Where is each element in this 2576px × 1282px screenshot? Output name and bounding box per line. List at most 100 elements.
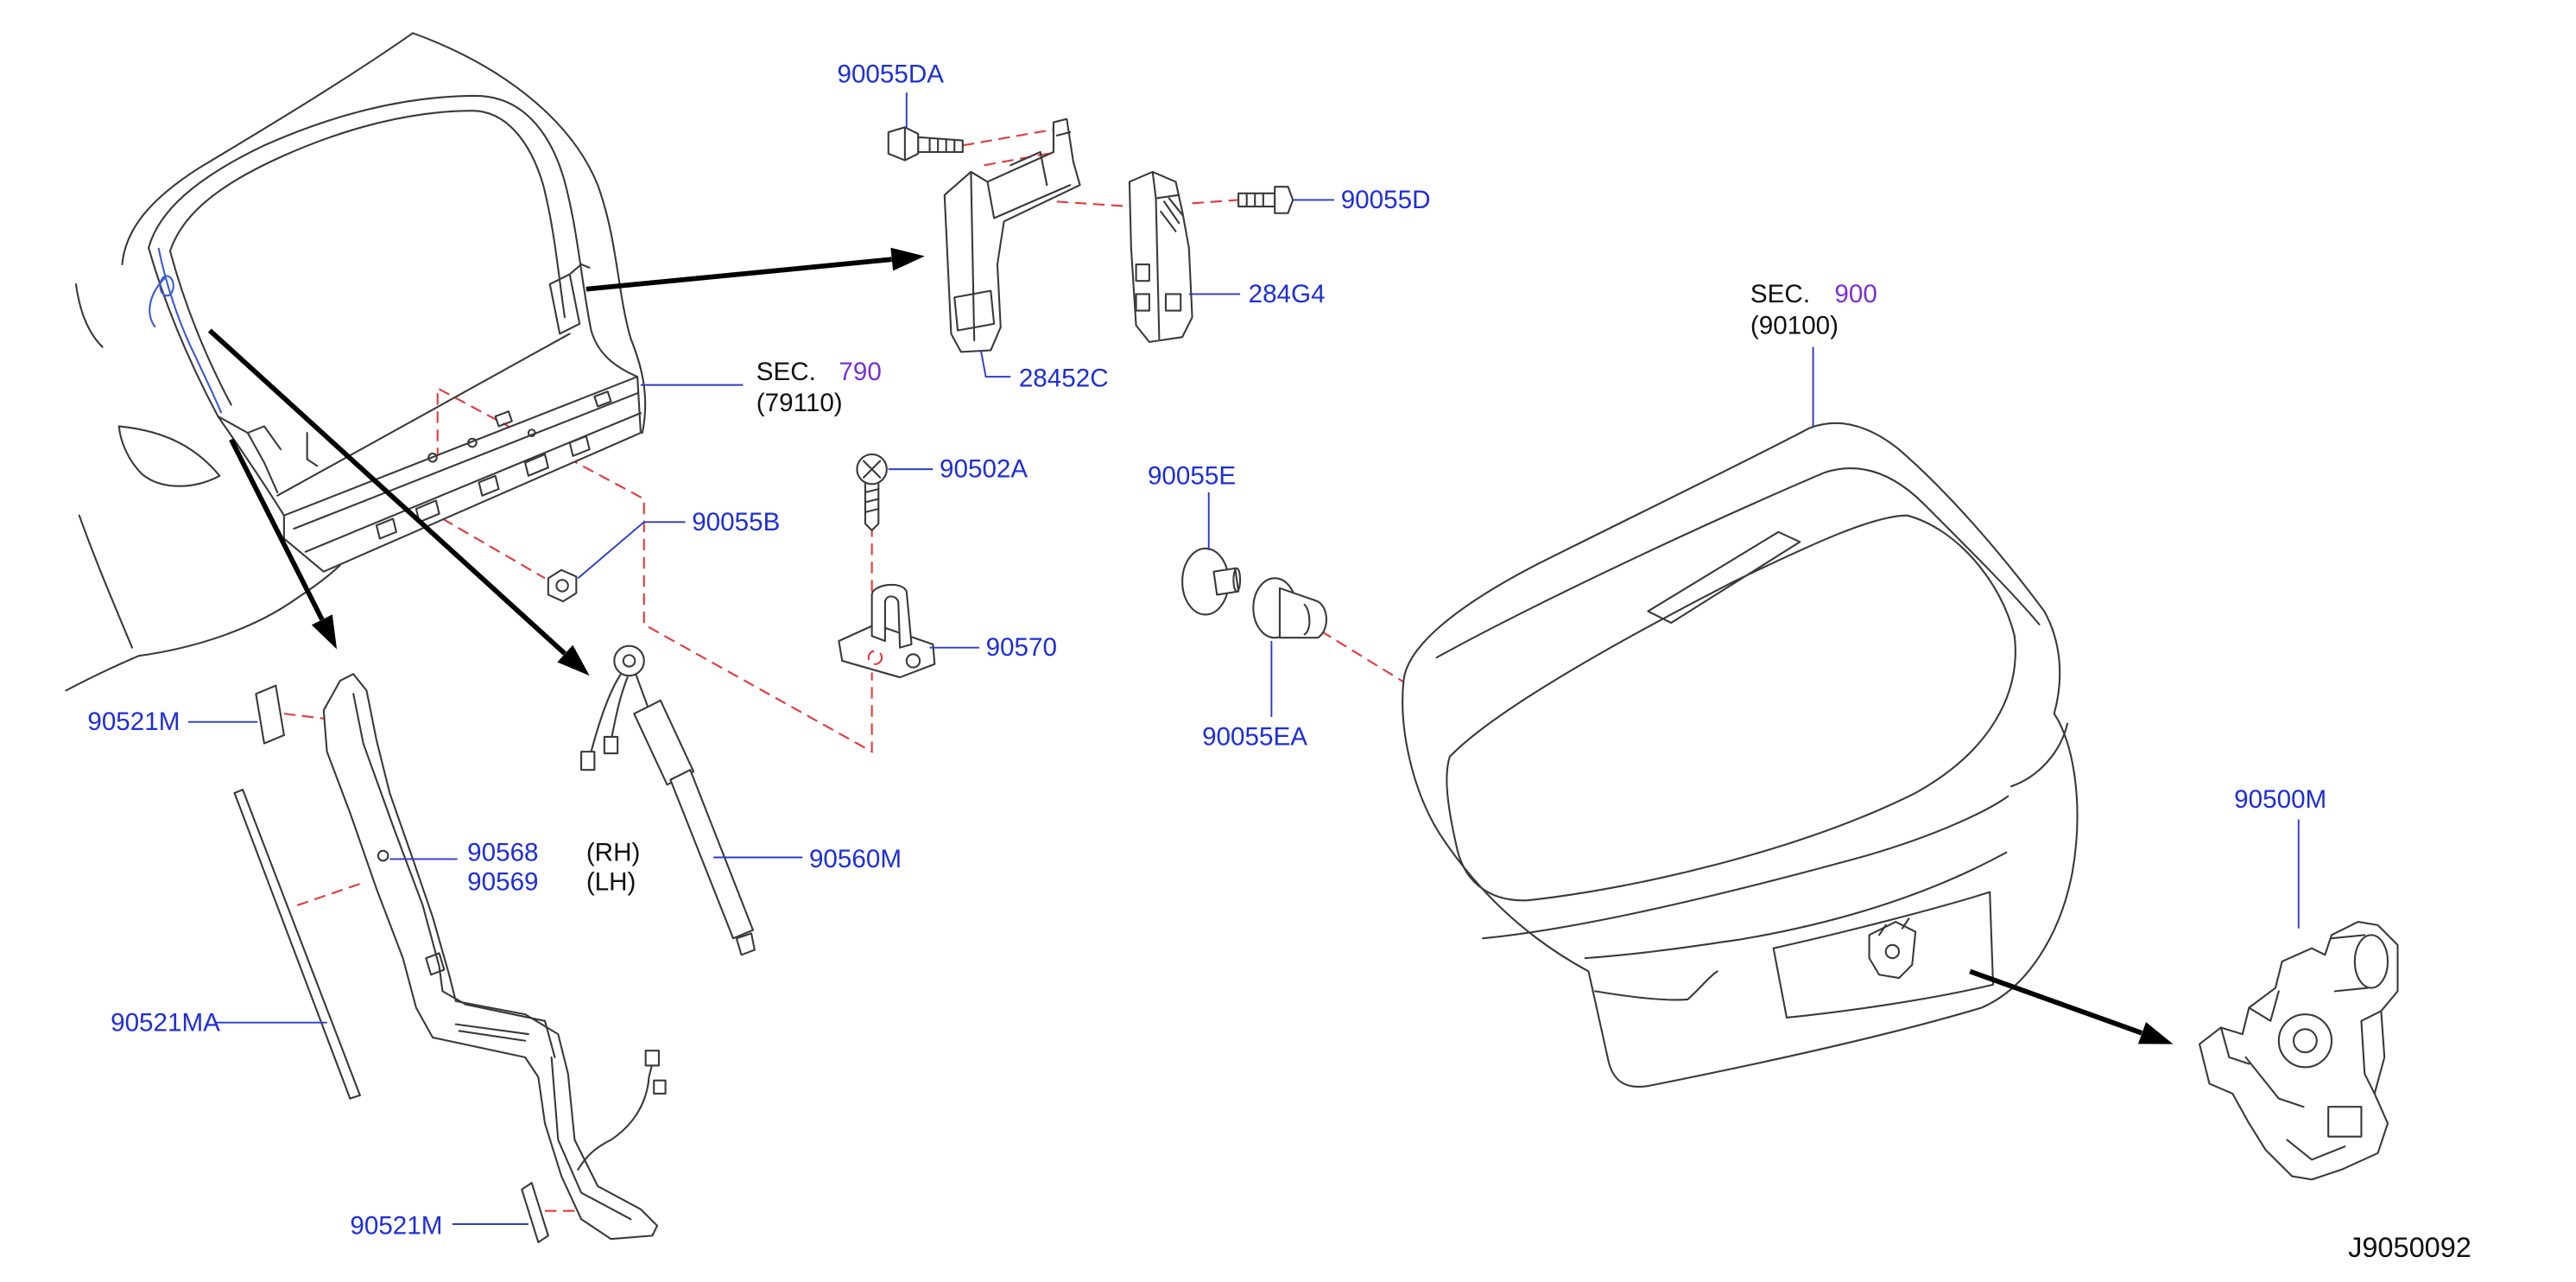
screw-drawing [856,453,888,531]
strut-mount-tab [568,263,591,276]
arrowhead [557,644,590,676]
dashed-leader-body-to-striker [436,386,873,753]
part-callout[interactable]: 90055DA [837,60,944,89]
bolt-head [1274,186,1294,214]
rear-panel [282,375,642,573]
stay-ball-socket-inner [622,654,636,668]
pointer-arrow-to-stay [207,328,566,656]
part-callout[interactable]: 90055B [692,508,780,536]
weatherstrip-edge [242,789,361,1096]
latch-motor [2353,934,2389,989]
bracket-arm [986,181,1072,219]
bracket-slot [953,289,996,332]
door-lower-line [1594,970,1718,1001]
part-callout[interactable]: 90055D [1341,186,1431,214]
stay-rod-top [635,673,649,707]
stay-wire [590,673,623,753]
trim-harness-connector [644,1050,661,1067]
grommet-drawing [1181,547,1242,616]
latch-gear [2277,1013,2333,1069]
part-callout[interactable]: 90570 [986,633,1057,662]
trim-lower-edge [550,1056,632,1221]
trim-harness [577,1063,654,1171]
gate-opening-flange [148,94,639,378]
bracket-drawing [943,117,1081,353]
weatherstrip-cap [233,789,361,1100]
door-upper-crease [1435,467,2041,659]
part-callout[interactable]: 90521M [350,1211,442,1240]
panel-hole [427,452,438,463]
leader-line [577,521,686,580]
latch-motor-body [2330,934,2370,993]
section-prefix: SEC. [756,358,816,386]
bolt-drawing-right [1237,186,1294,214]
license-plate-recess [1772,891,1995,1019]
hinge-bracket [217,415,279,493]
section-subgroup: (90100) [1750,311,1839,340]
part-callout[interactable]: 90521M [87,708,180,736]
high-mount-stop-lamp [1647,530,1801,625]
rear-panel-line [293,392,639,530]
nut-body [547,568,578,603]
bolt-shaft [917,136,964,154]
hinge-bracket-tab [246,425,282,451]
back-door-panel-drawing [1402,422,2079,1088]
arrowhead [311,614,338,650]
inner-hinge-edge [168,250,232,406]
bolt-drawing-upper [887,126,964,162]
part-callout[interactable]: 90500M [2234,785,2326,814]
latch-bracket [2219,990,2280,1065]
striker-plate [838,623,936,679]
part-callout[interactable]: 90560M [809,845,902,873]
fender-arc [74,282,104,348]
cap-drawing [1252,577,1328,639]
dashed-leader-bracket-to-module [1056,200,1131,208]
bolt-head [887,126,920,162]
door-lower-crease [1482,795,2010,940]
hinge-trim-drawing [322,673,667,1241]
part-callout[interactable]: 90568 [467,838,538,866]
body-clip [306,432,319,467]
weatherstrip-drawing [233,789,361,1100]
opening-sill [276,333,571,497]
stay-end-fitting [735,932,756,956]
door-handle-switch [1868,921,1917,980]
bracket-tab [1055,130,1072,136]
part-callout[interactable]: 284G4 [1249,280,1326,308]
module-ribs [1160,197,1184,232]
striker-hole [905,653,921,669]
bracket-rib [1010,150,1048,187]
bracket-fold [970,170,976,342]
rear-panel-lower-line [304,412,642,553]
section-link[interactable]: 900 [1834,280,1877,308]
part-callout[interactable]: 90055E [1148,461,1236,490]
dashed-leader-body-to-nut [441,517,546,580]
lower-body-line [78,514,134,649]
vehicle-rear-body-drawing [65,32,647,692]
part-callout[interactable]: 90569 [467,868,538,897]
stay-connector [603,735,619,755]
pointer-arrows [207,247,2174,1044]
section-subgroup: (79110) [756,389,843,417]
part-callout[interactable]: 28452C [1019,365,1109,393]
dashed-leader-bracket-upper [984,150,1057,167]
part-callout[interactable]: 90055EA [1202,722,1307,751]
module-tab [1135,263,1150,282]
dashed-leader-lines [283,128,1408,1212]
stay-connector [580,751,596,771]
section-link[interactable]: 790 [839,358,881,386]
latch-connector [2327,1106,2363,1138]
rear-panel-slot [478,474,500,497]
door-handle-detail [1884,943,1901,960]
cap-face [1303,603,1311,636]
arrowhead [2137,1022,2174,1044]
module-seam [1155,197,1161,340]
part-callout[interactable]: 90521MA [111,1008,220,1037]
stay-ball-socket [613,644,645,677]
strut-mount-bracket [548,273,581,335]
rear-panel-slot [568,435,591,457]
stay-tube [669,769,755,940]
part-callout[interactable]: 90502A [940,455,1028,484]
bracket-body [943,117,1081,353]
